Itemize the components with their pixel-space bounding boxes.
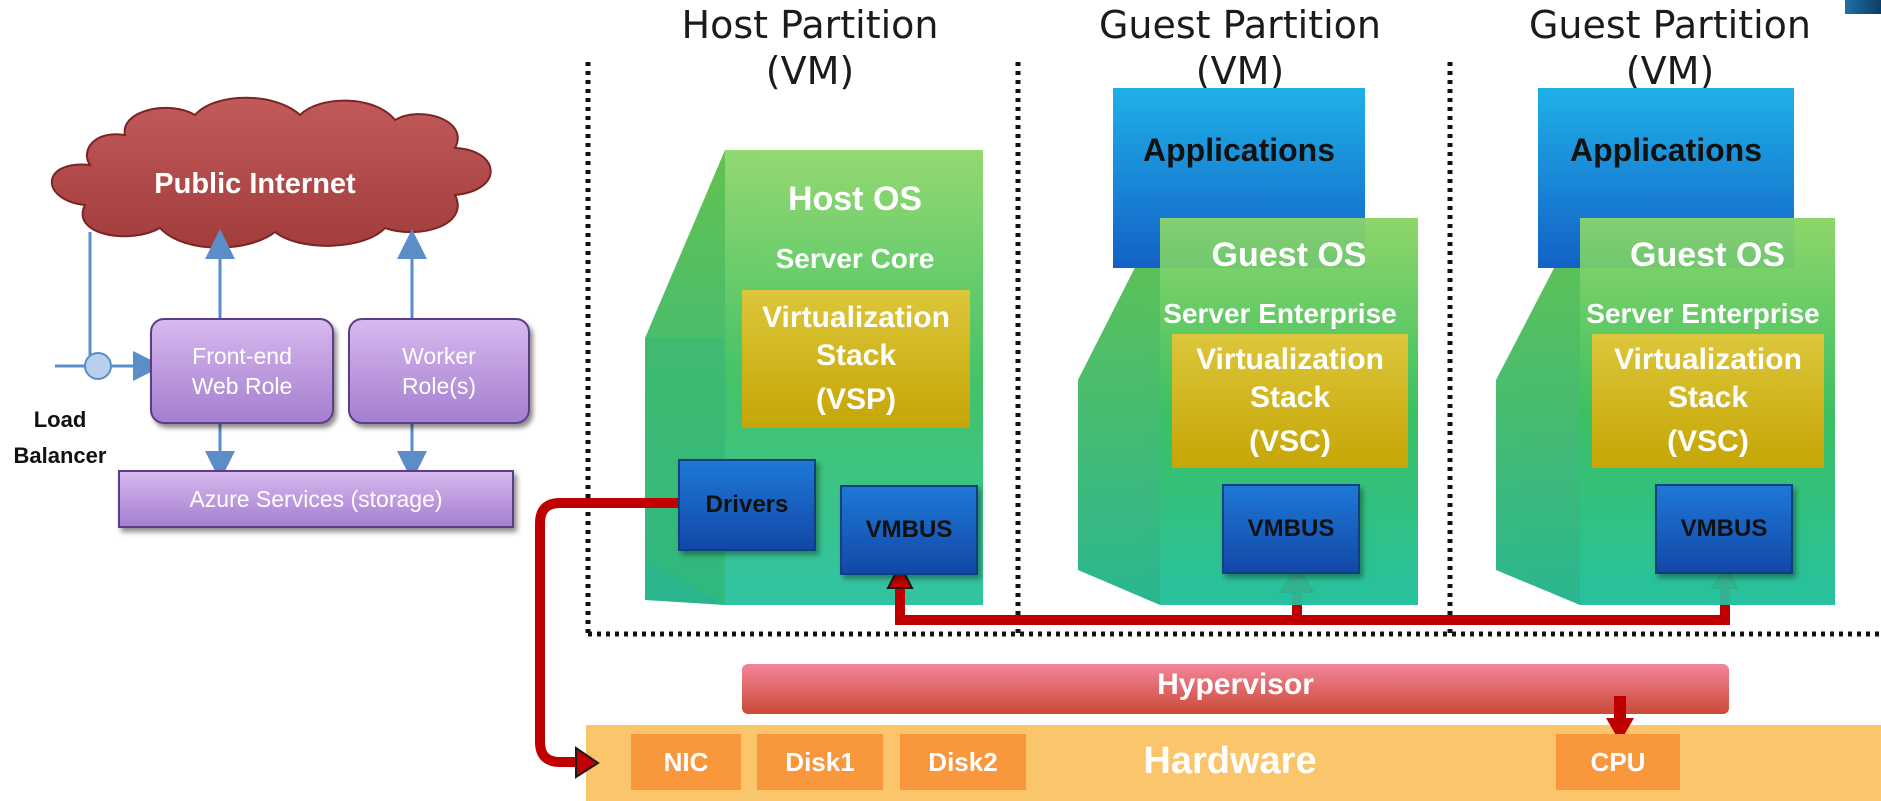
load-balancer-label: Load Balancer bbox=[0, 402, 120, 474]
worker-label-line2: Role(s) bbox=[401, 373, 477, 399]
hypervisor-label: Hypervisor bbox=[1157, 668, 1314, 701]
host-stack-line1: Virtualization bbox=[762, 301, 950, 334]
disk2-label: Disk2 bbox=[928, 746, 998, 777]
disk1-label: Disk1 bbox=[785, 746, 855, 777]
guest2-vmbus-box: VMBUS bbox=[1655, 484, 1793, 574]
nic-label: NIC bbox=[663, 746, 709, 777]
drivers-box: Drivers bbox=[678, 459, 816, 551]
worker-label-line1: Worker bbox=[402, 343, 476, 369]
load-balancer-node bbox=[84, 352, 112, 380]
drivers-label: Drivers bbox=[705, 491, 789, 518]
guest2-edition-label: Server Enterprise bbox=[1586, 298, 1820, 329]
load-balancer-line1: Load bbox=[33, 407, 87, 432]
guest1-vmbus-label: VMBUS bbox=[1247, 515, 1335, 542]
cloud-label: Public Internet bbox=[154, 168, 356, 200]
guest1-partition-title: Guest Partition (VM) bbox=[1030, 2, 1450, 94]
disk1-box: Disk1 bbox=[757, 734, 883, 790]
guest1-stack-line3: (VSC) bbox=[1249, 425, 1331, 458]
host-vmbus-label: VMBUS bbox=[865, 516, 953, 543]
guest1-stack-line2: Stack bbox=[1249, 381, 1331, 414]
hypervisor-to-cpu-arrow bbox=[1606, 696, 1634, 742]
front-end-web-role-box: Front-end Web Role bbox=[150, 318, 334, 424]
front-end-label-line1: Front-end bbox=[192, 343, 292, 369]
guest1-edition-label: Server Enterprise bbox=[1163, 298, 1397, 329]
azure-services-label: Azure Services (storage) bbox=[189, 486, 443, 512]
cpu-box: CPU bbox=[1556, 734, 1680, 790]
guest2-title-line2: (VM) bbox=[1625, 49, 1715, 93]
guest1-title-line1: Guest Partition bbox=[1098, 3, 1382, 47]
host-partition-title: Host Partition (VM) bbox=[600, 2, 1020, 94]
disk2-box: Disk2 bbox=[900, 734, 1026, 790]
guest1-applications-box: Applications bbox=[1113, 88, 1365, 268]
guest1-virtualization-stack: Virtualization Stack (VSC) bbox=[1172, 334, 1408, 468]
guest2-vmbus-label: VMBUS bbox=[1680, 515, 1768, 542]
host-os-label: Host OS bbox=[787, 180, 923, 218]
guest2-partition-title: Guest Partition (VM) bbox=[1460, 2, 1880, 94]
host-virtualization-stack: Virtualization Stack (VSP) bbox=[742, 290, 970, 428]
guest2-applications-label: Applications bbox=[1569, 132, 1762, 168]
host-stack-line2: Stack bbox=[815, 339, 897, 372]
public-internet-cloud bbox=[50, 96, 492, 249]
guest2-virtualization-stack: Virtualization Stack (VSC) bbox=[1592, 334, 1824, 468]
guest1-vmbus-box: VMBUS bbox=[1222, 484, 1360, 574]
host-edition-label: Server Core bbox=[775, 243, 935, 274]
guest2-stack-line3: (VSC) bbox=[1667, 425, 1749, 458]
load-balancer-line2: Balancer bbox=[13, 443, 107, 468]
guest1-stack-line1: Virtualization bbox=[1196, 343, 1384, 376]
host-title-line1: Host Partition bbox=[681, 3, 939, 47]
guest1-applications-label: Applications bbox=[1142, 132, 1335, 168]
hardware-label: Hardware bbox=[1143, 740, 1317, 782]
guest1-os-label: Guest OS bbox=[1211, 236, 1367, 274]
guest1-title-line2: (VM) bbox=[1195, 49, 1285, 93]
cpu-label: CPU bbox=[1590, 746, 1646, 777]
nic-box: NIC bbox=[631, 734, 741, 790]
guest2-title-line1: Guest Partition bbox=[1528, 3, 1812, 47]
azure-services-box: Azure Services (storage) bbox=[118, 470, 514, 528]
host-stack-line3: (VSP) bbox=[815, 383, 896, 416]
front-end-label-line2: Web Role bbox=[191, 373, 293, 399]
guest2-os-label: Guest OS bbox=[1630, 236, 1785, 274]
guest2-stack-line1: Virtualization bbox=[1614, 343, 1802, 376]
worker-role-box: Worker Role(s) bbox=[348, 318, 530, 424]
hypervisor-bar bbox=[742, 664, 1729, 714]
host-title-line2: (VM) bbox=[765, 49, 855, 93]
drivers-to-nic-arrow bbox=[535, 498, 678, 779]
corner-logo-fragment bbox=[1845, 0, 1881, 14]
guest2-stack-line2: Stack bbox=[1667, 381, 1749, 414]
host-vmbus-box: VMBUS bbox=[840, 485, 978, 575]
